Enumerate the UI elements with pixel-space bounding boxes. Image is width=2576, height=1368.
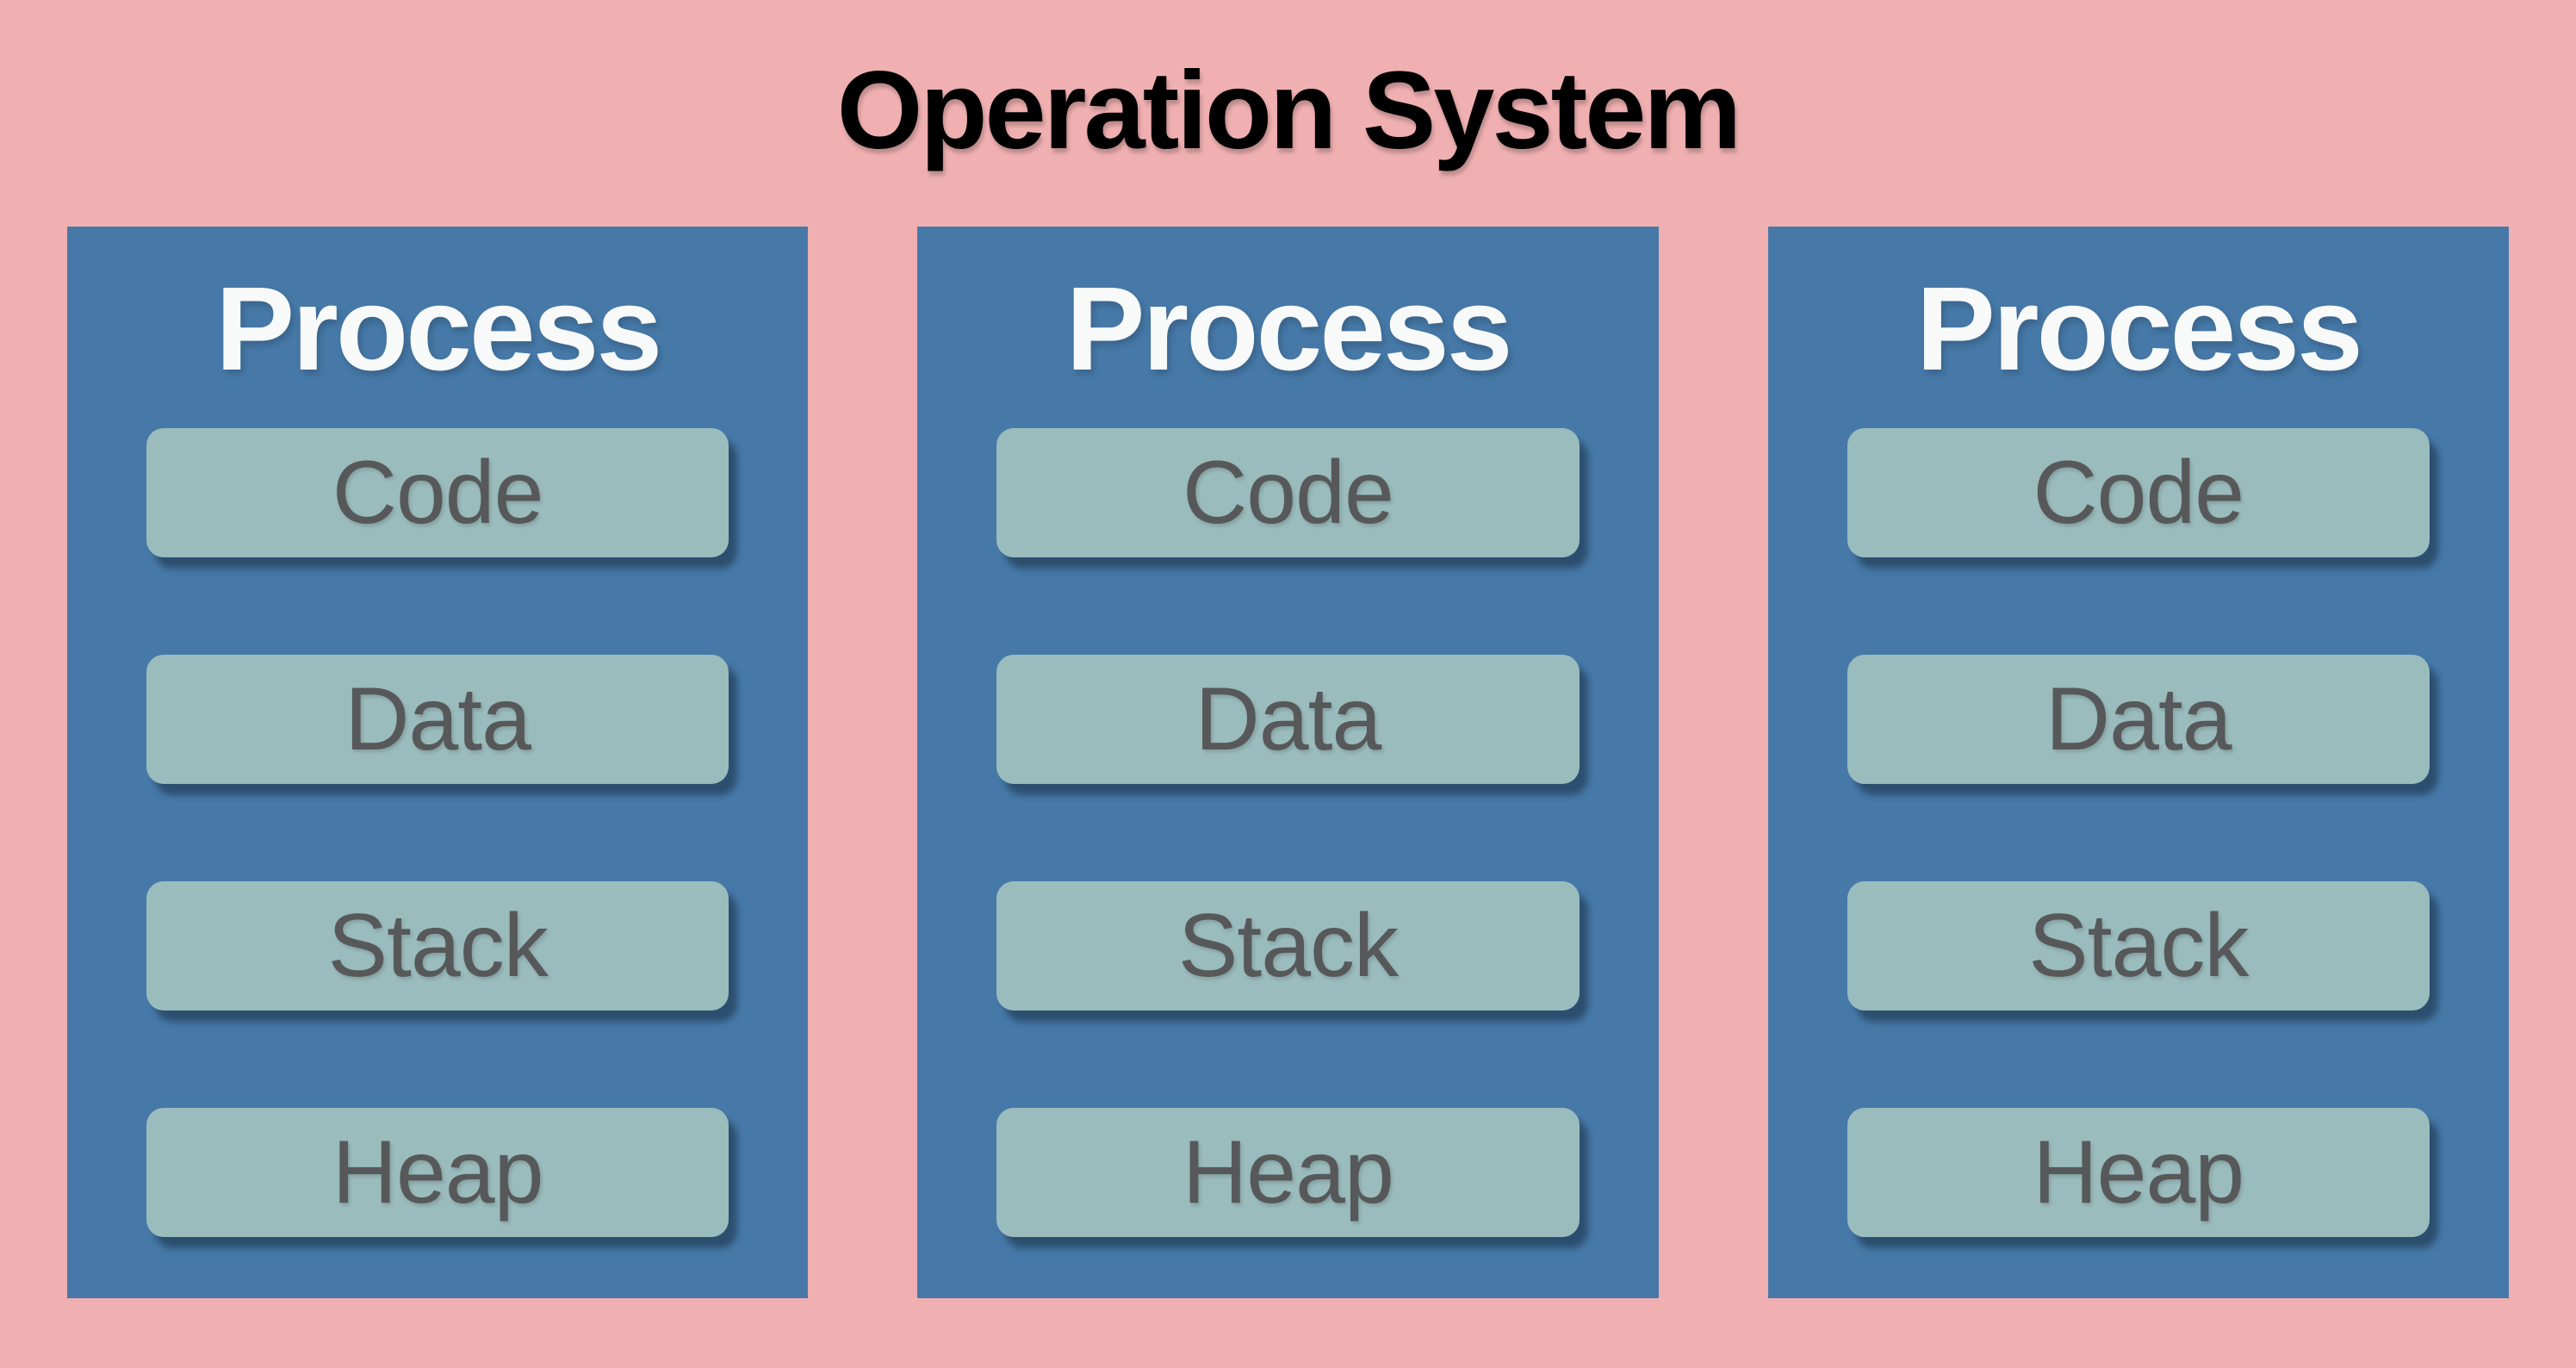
process-panel-title: Process (1065, 262, 1512, 395)
memory-box-label: Heap (2033, 1122, 2245, 1222)
memory-box-label: Stack (2028, 895, 2249, 996)
memory-box-label: Heap (332, 1122, 544, 1222)
memory-box-data: Data (996, 655, 1580, 784)
memory-box-heap: Heap (1847, 1108, 2430, 1237)
process-panel-2: Process Code Data Stack Heap (917, 227, 1659, 1298)
memory-box-label: Code (2033, 442, 2245, 543)
memory-box-label: Data (345, 668, 531, 769)
process-panel-3: Process Code Data Stack Heap (1767, 227, 2509, 1298)
memory-box-label: Data (1195, 668, 1382, 769)
memory-box-stack: Stack (996, 881, 1580, 1010)
process-panel-title: Process (1915, 262, 2363, 395)
memory-box-code: Code (146, 428, 729, 557)
process-panels-row: Process Code Data Stack Heap Process Cod… (67, 227, 2509, 1298)
memory-box-stack: Stack (146, 881, 729, 1010)
memory-box-code: Code (1847, 428, 2430, 557)
process-panel-title: Process (215, 262, 662, 395)
memory-box-heap: Heap (146, 1108, 729, 1237)
memory-box-label: Stack (327, 895, 549, 996)
process-panel-1: Process Code Data Stack Heap (67, 227, 809, 1298)
memory-box-code: Code (996, 428, 1580, 557)
memory-box-label: Code (1182, 442, 1394, 543)
memory-box-label: Data (2045, 668, 2232, 769)
memory-box-label: Code (332, 442, 544, 543)
memory-box-label: Heap (1182, 1122, 1394, 1222)
memory-box-label: Stack (1177, 895, 1399, 996)
memory-box-heap: Heap (996, 1108, 1580, 1237)
memory-box-data: Data (1847, 655, 2430, 784)
memory-box-stack: Stack (1847, 881, 2430, 1010)
memory-box-data: Data (146, 655, 729, 784)
diagram-title: Operation System (836, 48, 1741, 172)
